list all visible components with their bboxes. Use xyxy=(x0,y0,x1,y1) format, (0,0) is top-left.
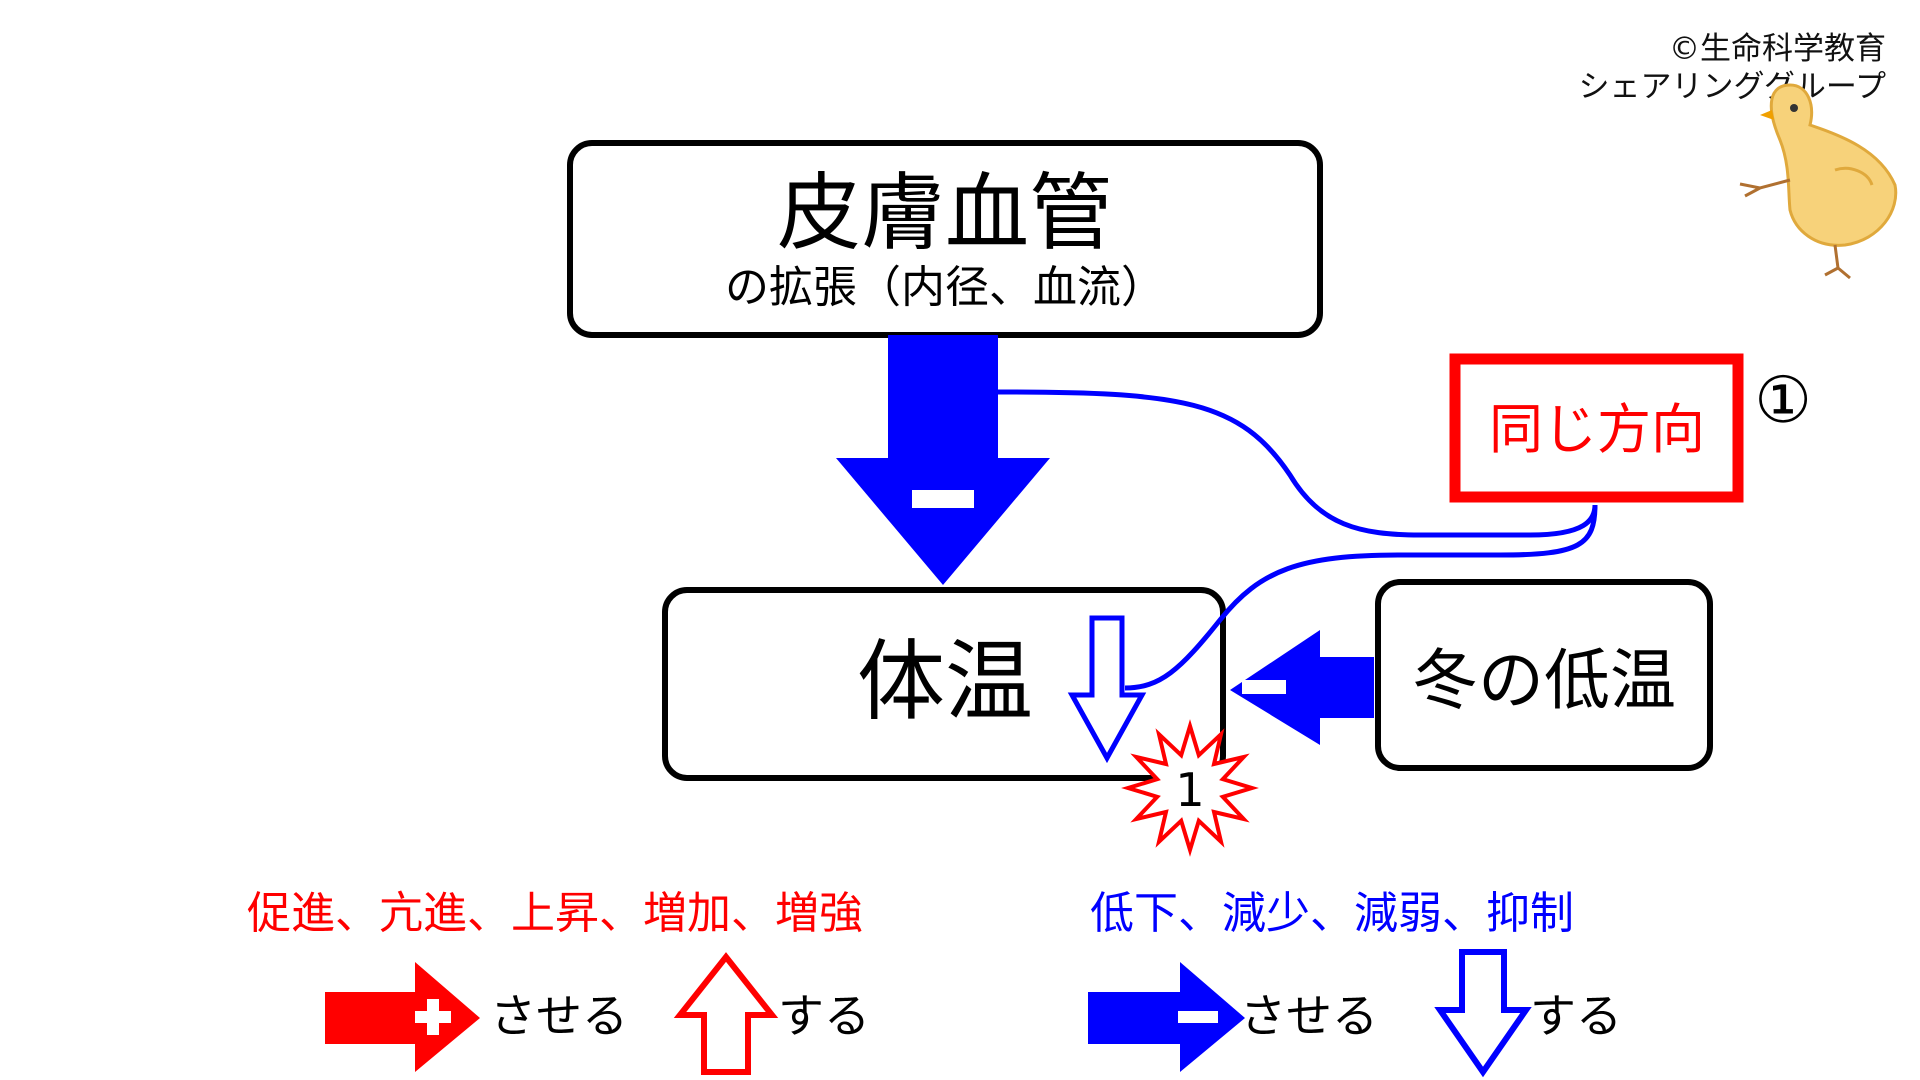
hollow-down-arrow-icon xyxy=(1067,615,1147,764)
chick-beak xyxy=(1760,110,1774,120)
red-right-arrow-shape xyxy=(325,962,480,1072)
winter-cold-box xyxy=(1375,579,1713,771)
legend-red-plus-arrow xyxy=(325,962,480,1072)
body-temp-box xyxy=(662,587,1226,781)
same-direction-node: 同じ方向 ① xyxy=(1449,353,1812,503)
winter-cold-node: 冬の低温 xyxy=(1375,579,1713,771)
legend-blue-cause-text: させる xyxy=(1240,989,1378,1043)
chick-leg-right xyxy=(1824,244,1851,280)
chick-drawing-icon xyxy=(1739,83,1898,280)
plus-sign-vertical xyxy=(427,999,439,1035)
legend-red-do-text: する xyxy=(778,989,870,1043)
chick-eye xyxy=(1790,104,1798,112)
hollow-down-arrow-icon-legend xyxy=(1434,949,1532,1078)
hollow-up-arrow-icon xyxy=(673,952,779,1075)
chick-body-shape xyxy=(1769,83,1898,247)
legend-decrease-terms: 低下、減少、減弱、抑制 xyxy=(1090,888,1574,939)
credit-line-2: シェアリンググループ xyxy=(1578,69,1886,105)
red-starburst-icon: 1 xyxy=(1121,719,1259,857)
copyright-credit: ©生命科学教育 シェアリンググループ xyxy=(1578,30,1886,106)
legend-increase-terms: 促進、亢進、上昇、増加、増強 xyxy=(247,888,863,939)
legend-red-cause-text: させる xyxy=(490,989,628,1043)
legend-blue-minus-arrow xyxy=(1088,962,1245,1072)
blue-left-arrow xyxy=(1230,630,1374,745)
same-direction-box xyxy=(1449,353,1744,503)
credit-line-1: ©生命科学教育 xyxy=(1669,31,1886,67)
connector-curve-to-body-temp xyxy=(1124,504,1598,691)
legend-blue-do-text: する xyxy=(1530,989,1622,1043)
winter-cold-title: 冬の低温 xyxy=(1412,642,1676,719)
blue-right-arrow-shape xyxy=(1088,962,1245,1072)
body-temp-title: 体温 xyxy=(857,630,1033,733)
skin-vessel-node: 皮膚血管 の拡張（内径、血流） xyxy=(567,140,1323,338)
minus-sign-on-legend-arrow xyxy=(1178,1011,1218,1023)
minus-sign-on-left-arrow xyxy=(1242,680,1286,694)
chick-leg-left xyxy=(1739,178,1791,198)
connector-curve-from-vessel xyxy=(997,389,1598,538)
blue-left-arrow-shape xyxy=(1230,630,1374,745)
minus-sign-on-down-arrow xyxy=(912,490,974,508)
skin-vessel-title: 皮膚血管 xyxy=(777,164,1113,262)
same-direction-label: 同じ方向 xyxy=(1489,398,1705,461)
same-direction-number: ① xyxy=(1754,364,1811,438)
starburst-shape xyxy=(1121,719,1259,857)
skin-vessel-subtitle: の拡張（内径、血流） xyxy=(725,262,1165,313)
starburst-number: 1 xyxy=(1175,763,1204,817)
chick-wing-line xyxy=(1834,166,1874,186)
body-temp-node: 体温 xyxy=(662,587,1226,781)
big-blue-down-arrow xyxy=(836,335,1050,585)
blue-down-arrow-shape xyxy=(836,335,1050,585)
